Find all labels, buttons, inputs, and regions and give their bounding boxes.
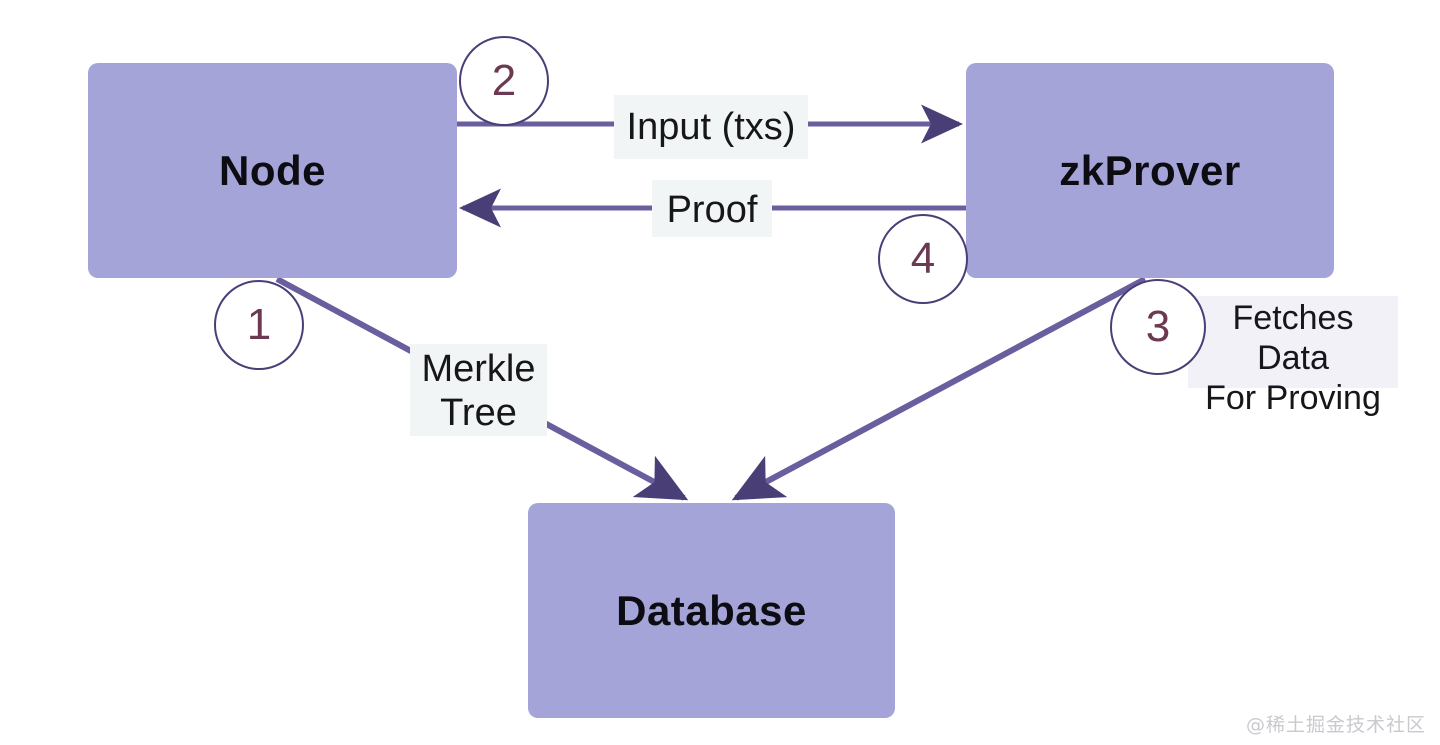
edge-label-merkle-tree: Merkle Tree [410,344,547,436]
edge-label-fetches-data: Fetches Data For Proving [1188,296,1398,417]
node-label-node: Node [219,146,326,194]
node-label-zkprover: zkProver [1059,146,1241,194]
node-box-database[interactable]: Database [528,503,895,718]
node-box-node[interactable]: Node [88,63,457,278]
edge-label-proof: Proof [652,180,772,237]
watermark: @稀土掘金技术社区 [1245,714,1426,736]
node-label-database: Database [616,586,807,634]
edge-fetches-data [731,276,1147,501]
step-badge-3: 3 [1110,279,1206,375]
node-box-zkprover[interactable]: zkProver [966,63,1334,278]
edge-label-input-txs: Input (txs) [614,95,808,159]
step-badge-2: 2 [459,36,549,126]
step-badge-1: 1 [214,280,304,370]
step-badge-4: 4 [878,214,968,304]
